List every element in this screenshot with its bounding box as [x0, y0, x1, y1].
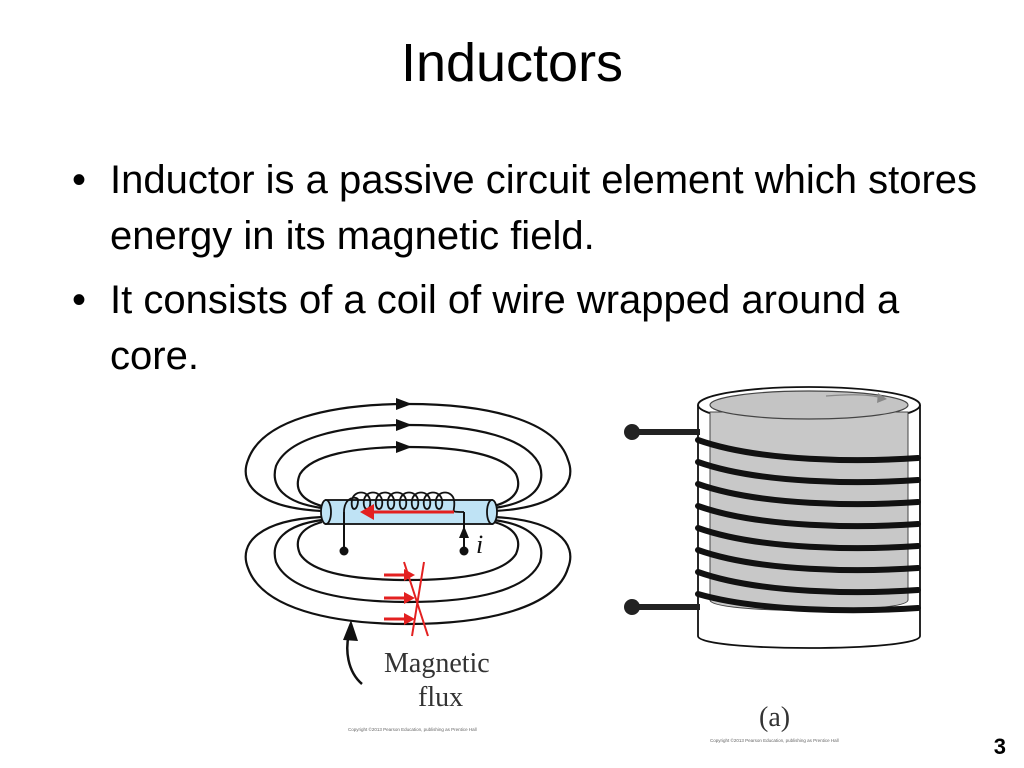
rotation-arrowhead: [877, 393, 887, 403]
coil-winding: [343, 491, 465, 513]
current-arrowhead: [459, 526, 469, 538]
bullet-text: It consists of a coil of wire wrapped ar…: [110, 278, 900, 378]
top-terminal: [624, 424, 640, 440]
flux-arrowhead: [396, 398, 412, 410]
flux-pointer-arrowhead: [343, 620, 358, 641]
bullet-dot: •: [72, 158, 87, 202]
left-copyright: Copyright ©2013 Pearson Education, publi…: [348, 726, 477, 732]
bullet-text: Inductor is a passive circuit element wh…: [110, 158, 978, 258]
coil-turns: [695, 437, 921, 614]
bottom-terminal: [624, 599, 640, 615]
flux-arrowhead: [396, 441, 412, 453]
flux-arrowhead: [396, 419, 412, 431]
flux-line: [244, 402, 572, 513]
flux-label-line2: flux: [418, 682, 463, 713]
flux-line: [273, 518, 543, 604]
right-copyright: Copyright ©2013 Pearson Education, publi…: [710, 737, 839, 743]
flux-cross-section: [384, 561, 429, 637]
cylinder-inductor: [624, 386, 921, 649]
bullet-item: • It consists of a coil of wire wrapped a…: [72, 272, 992, 384]
flux-line: [244, 515, 572, 626]
bullet-item: • Inductor is a passive circuit element w…: [72, 152, 992, 264]
core-field-arrowhead: [360, 504, 374, 520]
flux-line: [273, 423, 543, 510]
panel-label: (a): [759, 702, 790, 733]
flux-line: [296, 445, 520, 508]
page-number: 3: [993, 734, 1006, 759]
slide-title: Inductors: [400, 33, 624, 93]
bullet-dot: •: [72, 278, 87, 322]
current-label: i: [476, 530, 483, 559]
flux-line: [296, 520, 520, 582]
left-terminal: [339, 546, 349, 556]
inner-core-top: [709, 390, 909, 420]
bullet-list: • Inductor is a passive circuit element w…: [72, 152, 992, 392]
flux-label-line1: Magnetic: [384, 648, 490, 679]
right-terminal: [459, 546, 469, 556]
